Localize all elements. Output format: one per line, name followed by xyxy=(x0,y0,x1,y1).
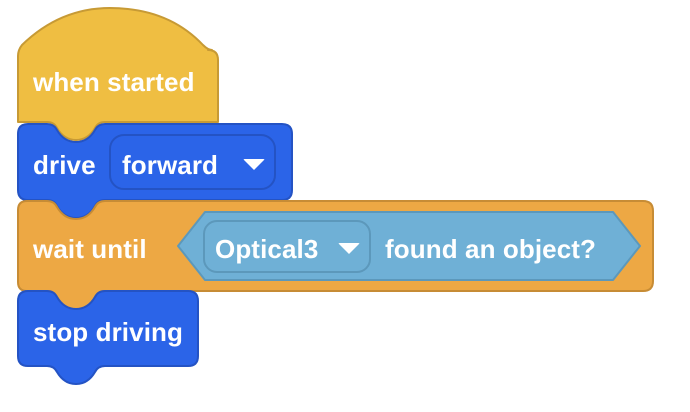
stop-driving-label: stop driving xyxy=(33,317,183,347)
direction-dropdown-value[interactable]: forward xyxy=(122,150,219,180)
when-started-label: when started xyxy=(33,67,195,97)
sensor-dropdown-value[interactable]: Optical3 xyxy=(215,234,319,264)
found-an-object-label: found an object? xyxy=(385,234,597,264)
drive-label: drive xyxy=(33,150,96,180)
sensor-dropdown-field[interactable] xyxy=(203,220,371,273)
when-started-block[interactable] xyxy=(17,7,219,141)
wait-until-label: wait until xyxy=(33,234,147,264)
chevron-down-icon[interactable] xyxy=(243,159,265,170)
stop-driving-block[interactable] xyxy=(17,290,199,385)
chevron-down-icon[interactable] xyxy=(338,243,360,254)
direction-dropdown-field[interactable] xyxy=(109,134,276,190)
